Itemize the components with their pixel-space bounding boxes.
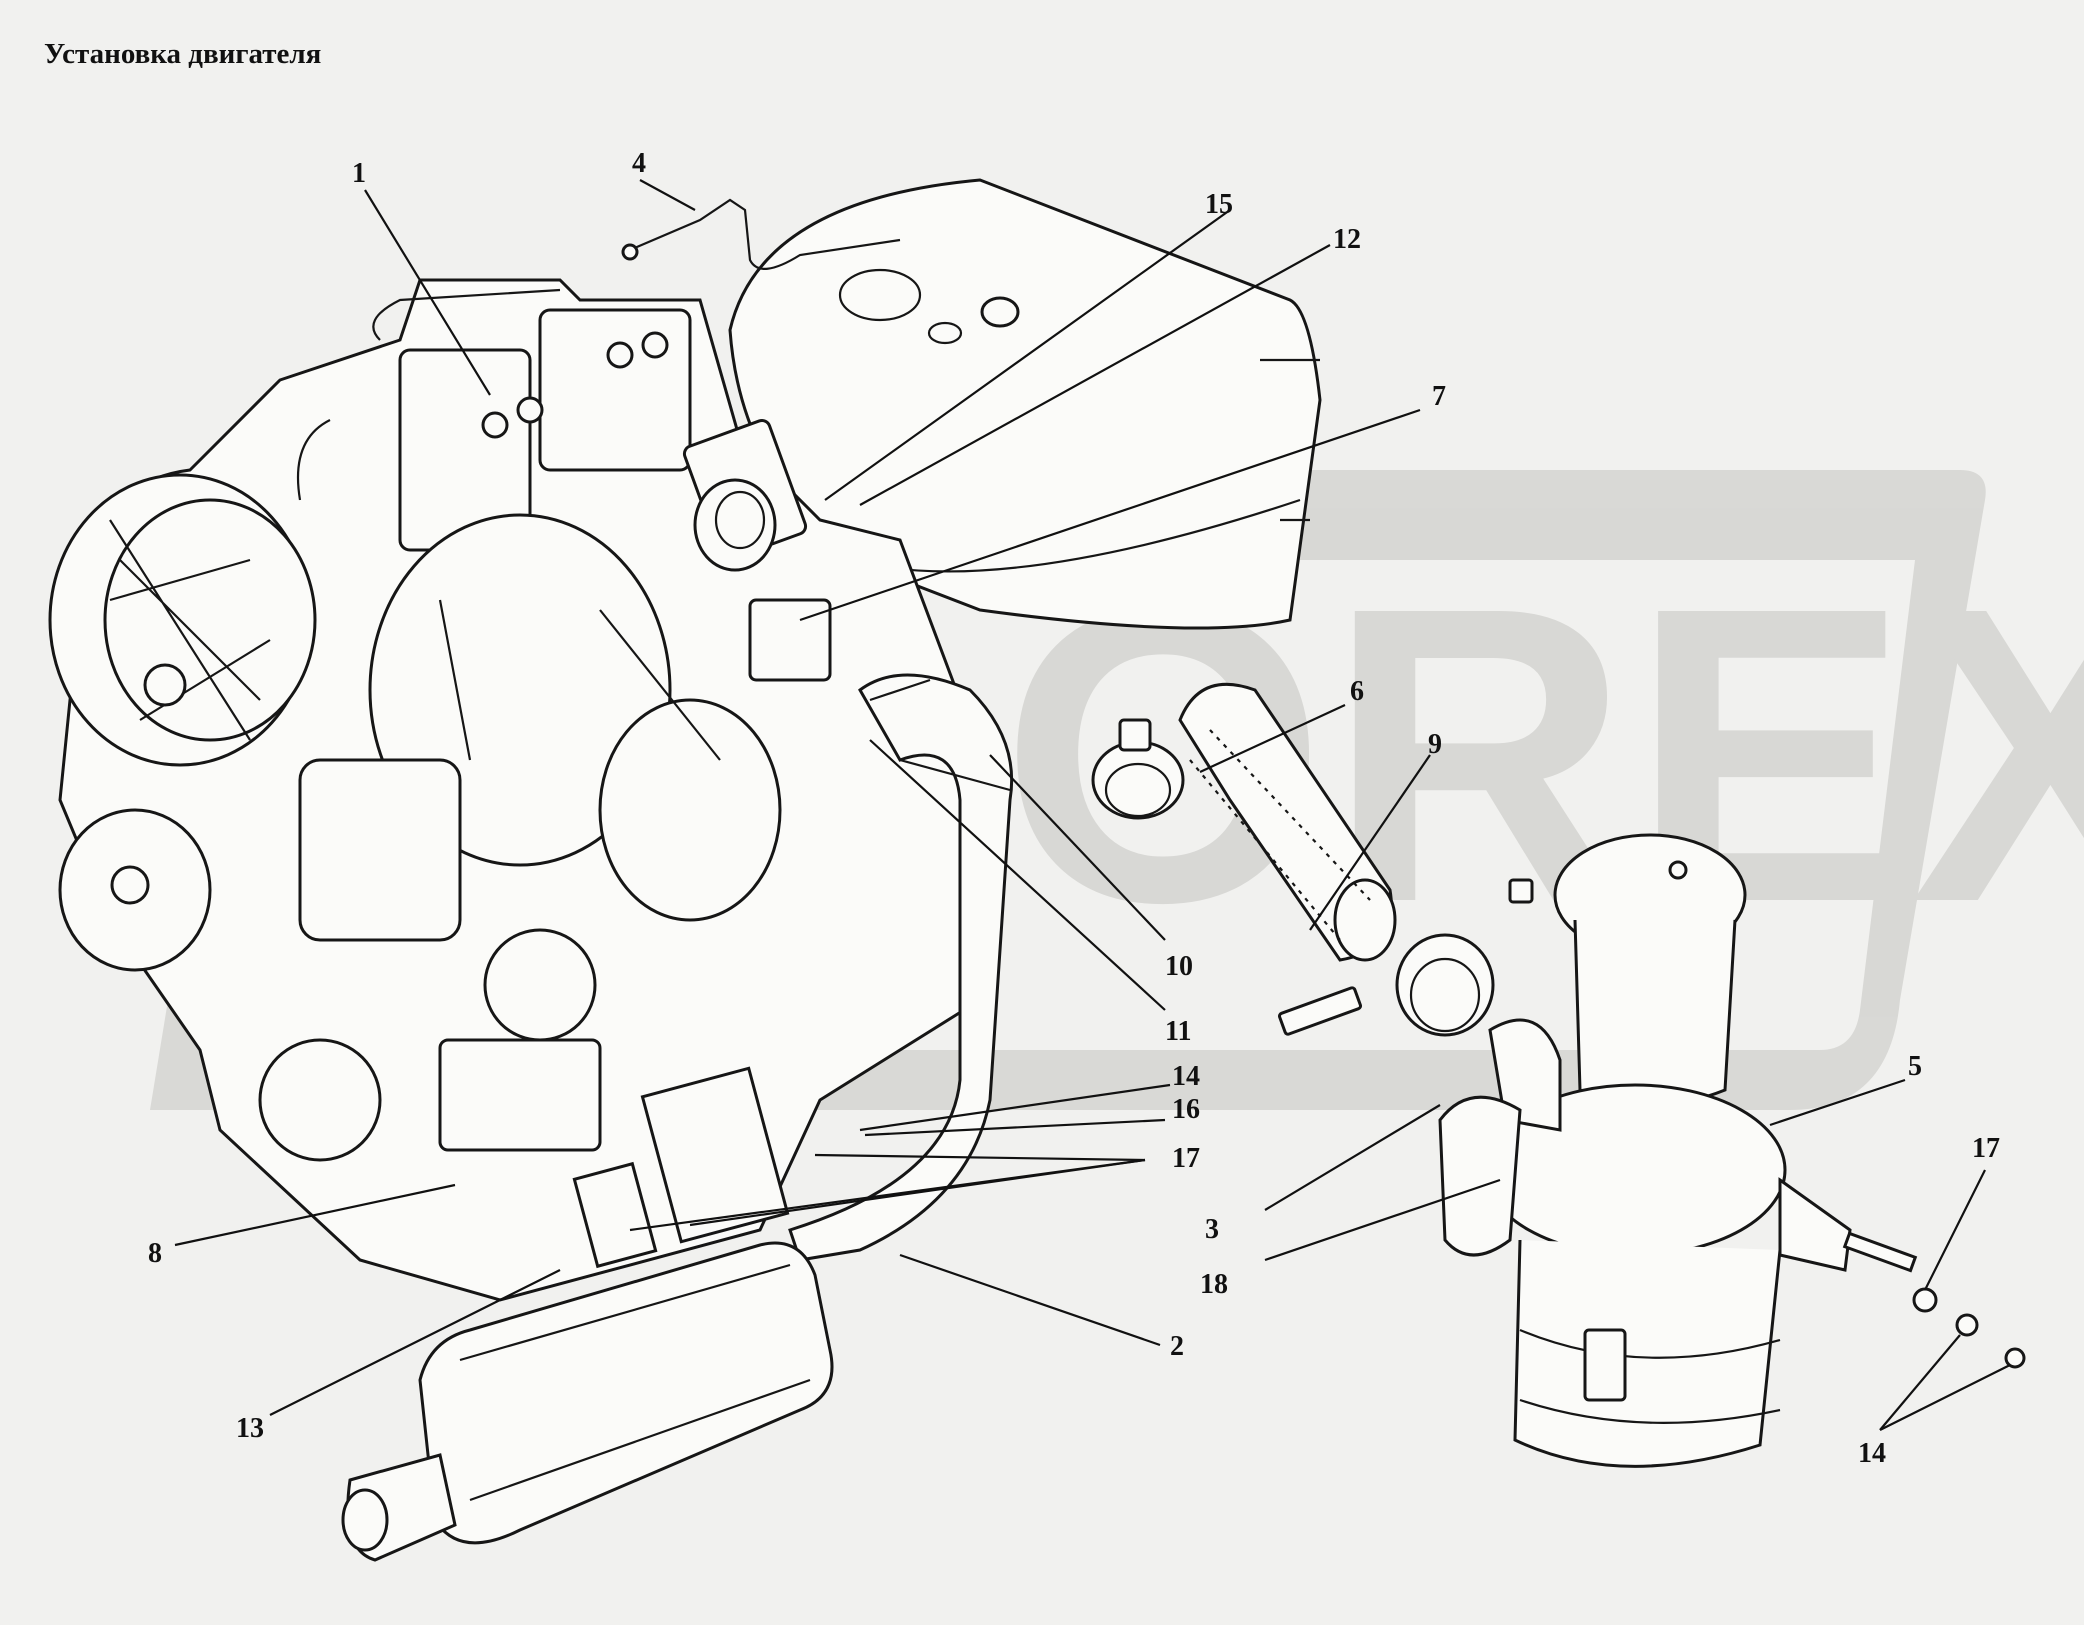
leader-lines <box>174 179 2011 1431</box>
callout-8: 8 <box>148 1238 162 1269</box>
callout-17-right: 17 <box>1972 1133 2000 1164</box>
callout-15: 15 <box>1205 189 1233 220</box>
callout-12: 12 <box>1333 224 1361 255</box>
callouts: 1 2 3 4 5 6 7 8 9 10 11 12 13 14 14 15 1… <box>148 148 2000 1469</box>
hose-clamp-6 <box>1091 718 1185 820</box>
callout-3: 3 <box>1205 1214 1219 1245</box>
callout-6: 6 <box>1350 676 1364 707</box>
fuel-tank <box>728 178 1322 630</box>
air-hose <box>1178 682 1397 962</box>
callout-14-upper: 14 <box>1172 1061 1200 1092</box>
cooling-fan <box>48 473 317 972</box>
callout-18: 18 <box>1200 1269 1228 1300</box>
callout-2: 2 <box>1170 1331 1184 1362</box>
callout-9: 9 <box>1428 729 1442 760</box>
exhaust-pipe <box>788 673 1014 1262</box>
callout-7: 7 <box>1432 381 1446 412</box>
hose-clamp <box>1277 878 1534 1037</box>
air-filter <box>1438 833 2026 1468</box>
callout-10: 10 <box>1165 951 1193 982</box>
diagram-title: Установка двигателя <box>44 38 322 70</box>
muffler-bracket <box>572 1066 790 1269</box>
callout-16: 16 <box>1172 1094 1200 1125</box>
callout-13: 13 <box>236 1413 264 1444</box>
callout-11: 11 <box>1165 1016 1191 1047</box>
fuel-line <box>621 198 1020 328</box>
muffler <box>341 1241 834 1562</box>
callout-17-center: 17 <box>1172 1143 1200 1174</box>
callout-1: 1 <box>352 158 366 189</box>
exhaust-flange <box>682 418 832 682</box>
callout-4: 4 <box>632 148 646 179</box>
callout-5: 5 <box>1908 1051 1922 1082</box>
callout-14-lower: 14 <box>1858 1438 1886 1469</box>
